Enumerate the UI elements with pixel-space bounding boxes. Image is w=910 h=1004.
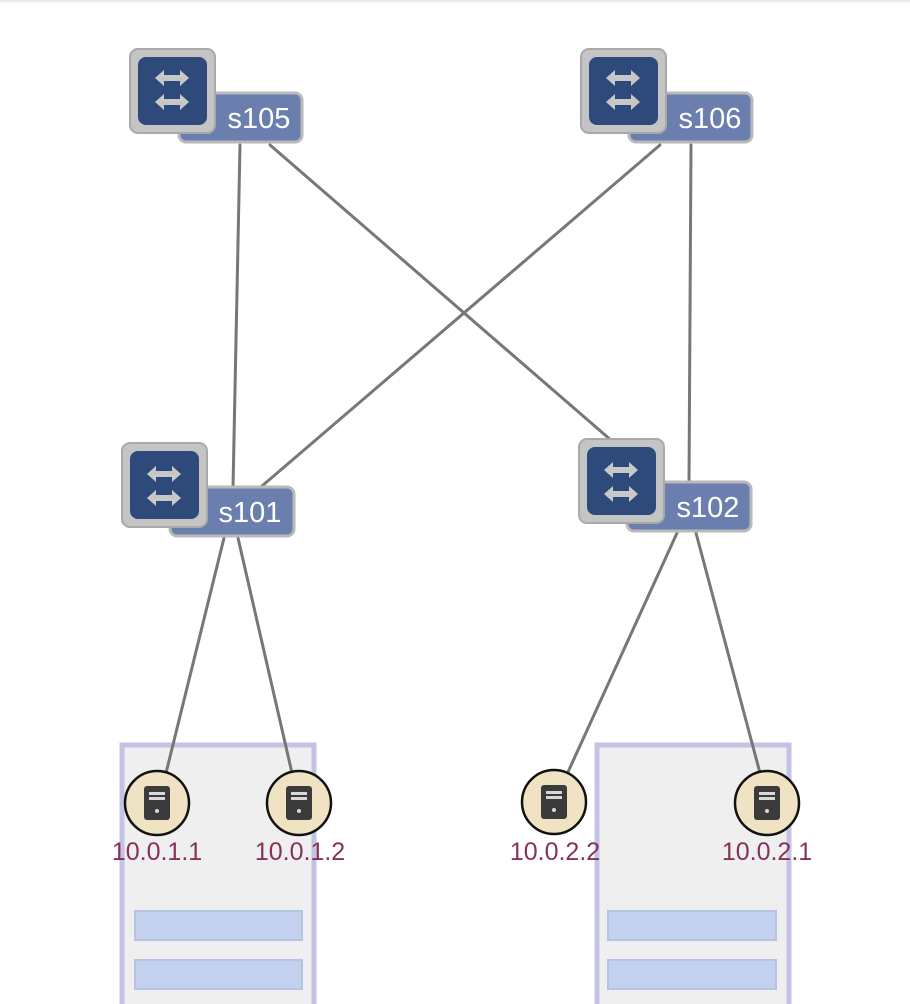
rack-right	[594, 742, 792, 1004]
switch-label: s105	[228, 103, 291, 135]
link-s105-s101[interactable]	[231, 143, 242, 490]
switch-label: s106	[679, 103, 742, 135]
links	[164, 143, 762, 775]
switch-s105[interactable]: s105	[129, 48, 304, 144]
host-label: 10.0.2.2	[510, 838, 600, 866]
rack-slot	[134, 910, 303, 941]
host-10-0-2-1[interactable]: 10.0.2.1	[722, 769, 812, 866]
rack-slot	[134, 959, 303, 990]
rack-slot	[607, 959, 777, 990]
switch-s106[interactable]: s106	[580, 48, 754, 144]
host-label: 10.0.1.2	[255, 838, 345, 866]
server-icon	[541, 785, 567, 819]
host-label: 10.0.2.1	[722, 838, 812, 866]
link-s105-s102[interactable]	[268, 143, 614, 443]
switch-label: s101	[219, 497, 282, 529]
link-s106-s102[interactable]	[687, 143, 693, 485]
host-10-0-1-1[interactable]: 10.0.1.1	[112, 769, 202, 866]
link-s106-s101[interactable]	[260, 143, 662, 488]
switch-s102[interactable]: s102	[578, 438, 753, 533]
link-s102-host-10-0-2-1[interactable]	[694, 531, 762, 775]
server-icon	[144, 786, 170, 820]
host-10-0-2-2[interactable]: 10.0.2.2	[510, 768, 600, 866]
switch-label: s102	[677, 492, 740, 524]
link-s102-host-10-0-2-2[interactable]	[566, 531, 679, 774]
rack-slot	[607, 910, 777, 941]
switch-s101[interactable]: s101	[121, 442, 296, 538]
server-icon	[754, 786, 780, 820]
server-icon	[286, 786, 312, 820]
top-edge-shadow	[0, 0, 910, 4]
host-10-0-1-2[interactable]: 10.0.1.2	[255, 769, 345, 866]
link-s101-host-10-0-1-1[interactable]	[164, 536, 226, 775]
link-s101-host-10-0-1-2[interactable]	[236, 536, 294, 775]
host-label: 10.0.1.1	[112, 838, 202, 866]
